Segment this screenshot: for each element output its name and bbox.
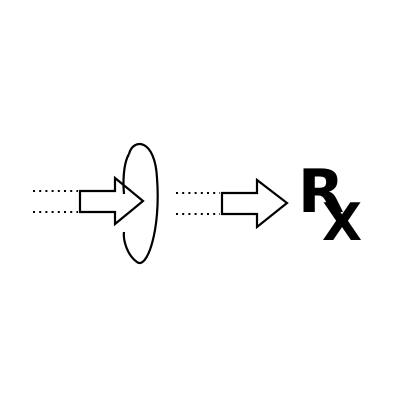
incoming-light-rays-icon bbox=[33, 175, 145, 227]
focused-light-rays-icon bbox=[176, 177, 289, 230]
lens-ring-icon bbox=[122, 143, 159, 265]
incoming-arrow-icon bbox=[78, 175, 145, 227]
rx-letter-r: R bbox=[298, 157, 344, 227]
focused-arrow-icon bbox=[220, 177, 289, 230]
lens-ring-top-left-arc bbox=[122, 153, 130, 195]
prescription-rx-symbol-icon: R X bbox=[298, 157, 362, 253]
lens-ring-main-arc bbox=[122, 143, 159, 265]
rx-letter-x: X bbox=[322, 193, 362, 253]
